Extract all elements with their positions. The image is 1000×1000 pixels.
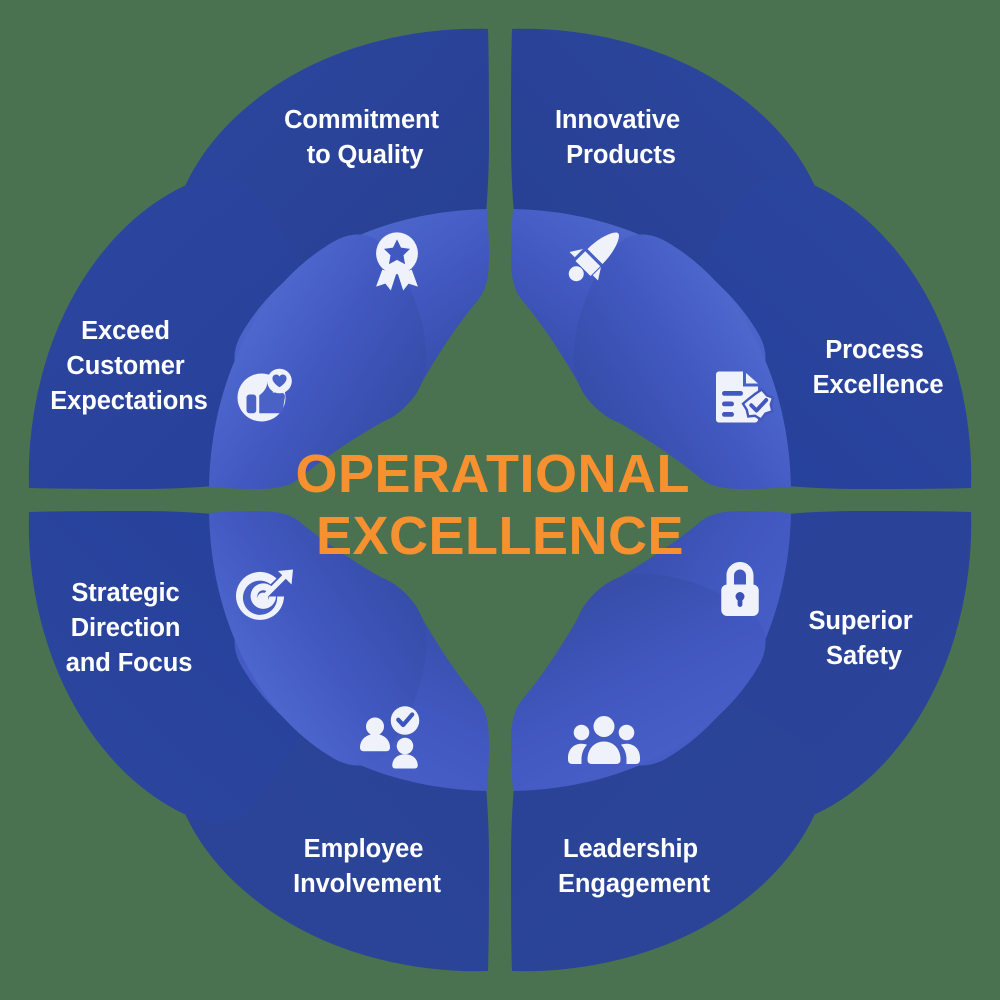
label-line: Products [566,141,676,169]
rocket-icon [568,232,619,282]
label-line: Strategic [71,579,179,607]
label-exceed-customer-expectations: Exceed Customer Expectations [50,317,208,415]
document-check-icon [716,371,775,423]
label-line: Direction [71,614,181,642]
label-innovative-products: Innovative Products [555,106,687,169]
label-line: Expectations [50,387,208,415]
label-line: Involvement [293,870,441,898]
label-line: Superior [808,607,912,635]
inner-leaf-process-excellence [573,234,791,489]
people-check-icon [360,706,420,769]
label-line: Process [825,336,924,364]
target-dart-icon [236,569,293,620]
label-line: Leadership [563,835,698,863]
thumbs-up-heart-icon [237,368,292,422]
padlock-icon [721,562,759,616]
inner-leaf-exceed-customer-expectations [209,234,427,489]
label-line: Excellence [813,371,944,399]
label-line: Exceed [81,317,170,345]
center-title: OPERATIONAL EXCELLENCE [295,444,704,566]
team-group-icon [568,716,640,764]
label-line: Safety [826,642,903,670]
inner-leaf-shapes [209,209,791,791]
label-line: Commitment [284,106,439,134]
label-strategic-direction-and-focus: Strategic Direction and Focus [66,579,193,677]
label-line: and Focus [66,649,193,677]
label-superior-safety: Superior Safety [808,607,919,670]
center-title-line1: OPERATIONAL [295,444,689,504]
award-medal-icon [376,232,418,291]
center-title-line2: EXCELLENCE [316,506,684,566]
inner-leaf-leadership-engagement [511,573,766,791]
label-line: Engagement [558,870,711,898]
label-employee-involvement: Employee Involvement [293,835,441,898]
label-line: Employee [304,835,424,863]
petal-labels: Commitment to Quality Innovative Product… [50,106,943,898]
label-line: Customer [66,352,184,380]
label-leadership-engagement: Leadership Engagement [558,835,711,898]
label-commitment-to-quality: Commitment to Quality [284,106,446,169]
label-process-excellence: Process Excellence [813,336,944,399]
label-line: Innovative [555,106,680,134]
label-line: to Quality [307,141,425,169]
